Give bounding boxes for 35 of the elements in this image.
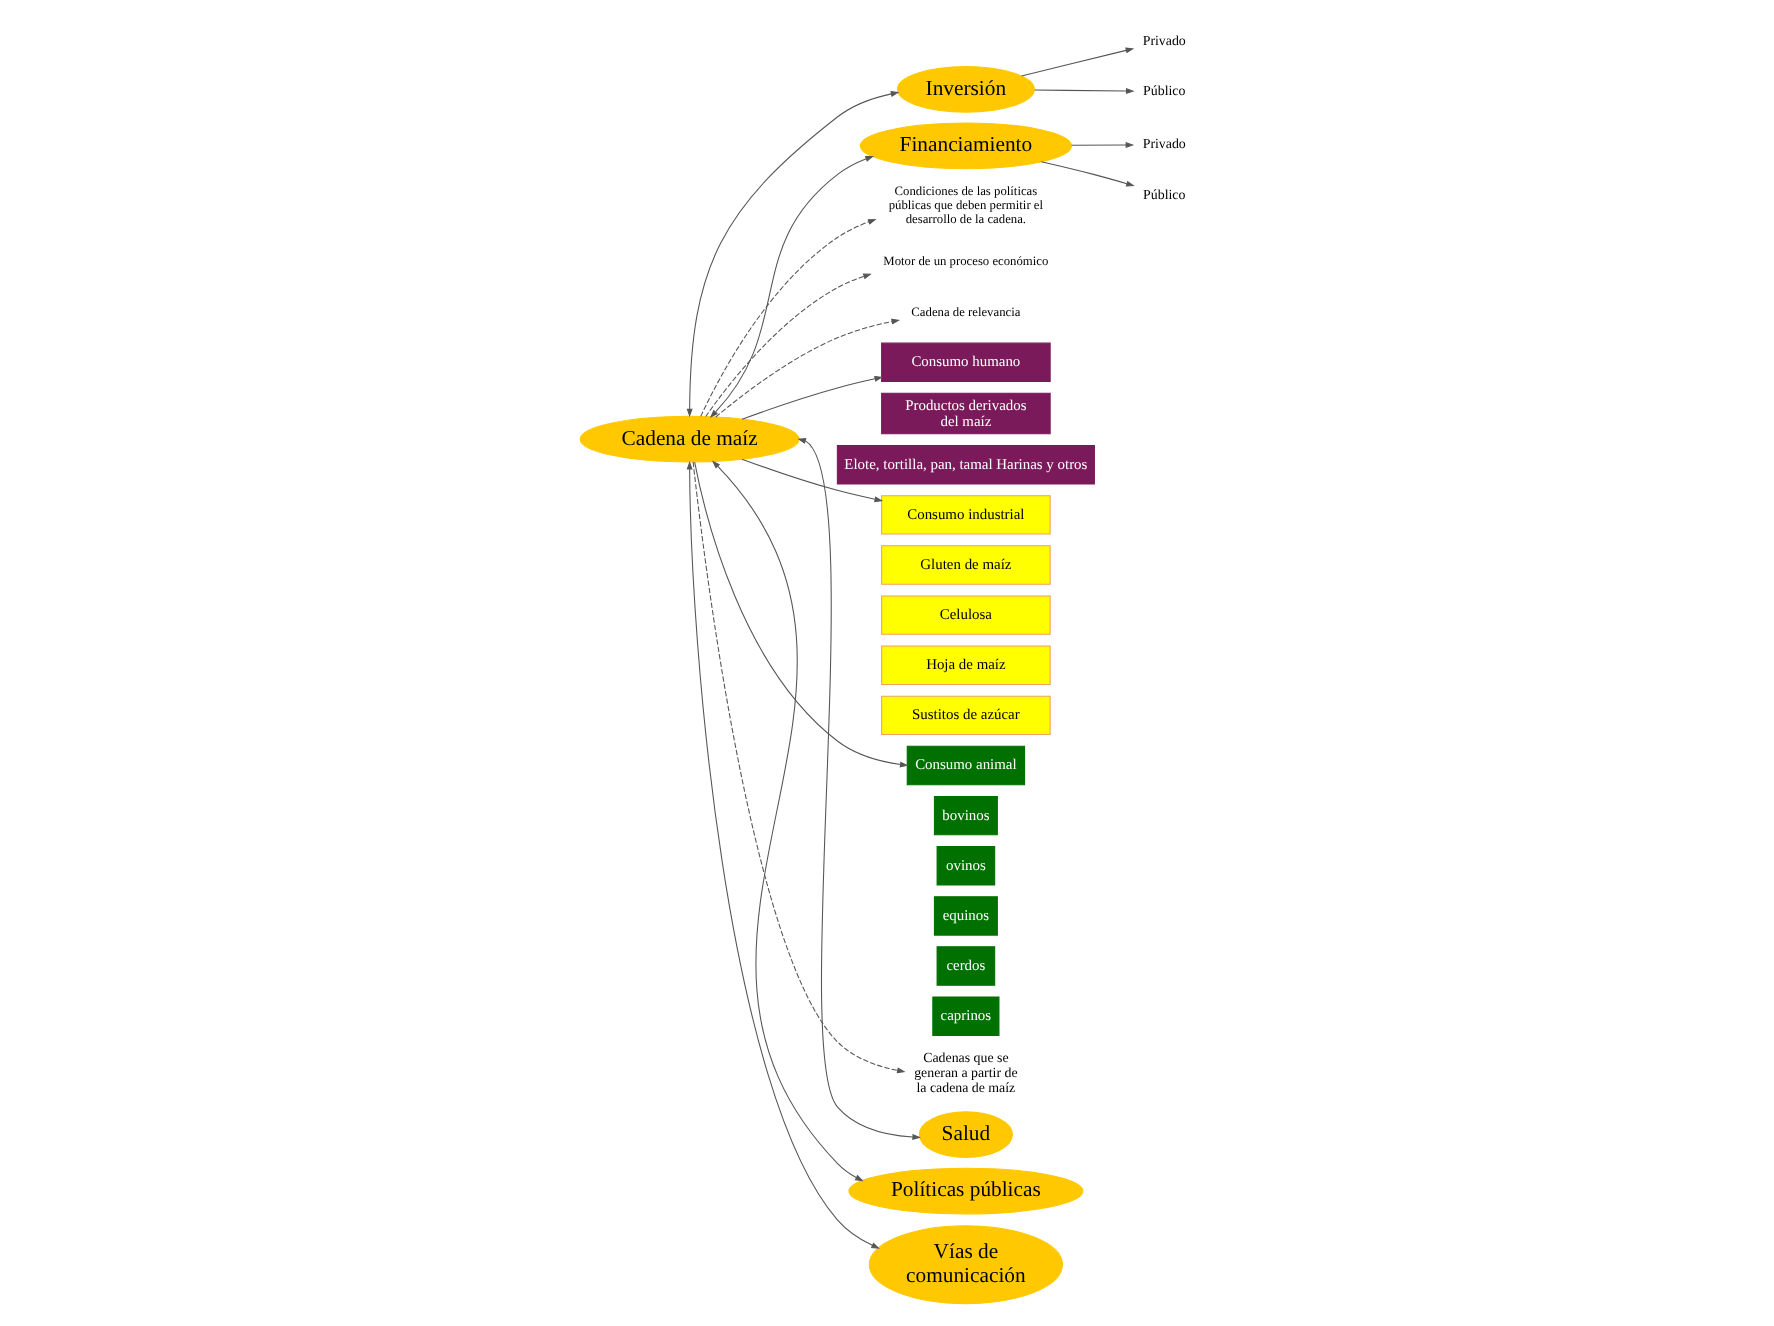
node-box: Consumo industrial: [880, 495, 1050, 535]
node-box: bovinos: [932, 795, 997, 836]
arrow: [691, 461, 905, 1074]
node-box: equinos: [932, 896, 997, 936]
node-box: Gluten de maíz: [880, 545, 1050, 585]
arrow: [1032, 88, 1134, 95]
arrow: [704, 273, 871, 418]
node-ellipse: Políticas públicas: [847, 1167, 1083, 1215]
arrow: [685, 461, 879, 1249]
arrow: [1020, 47, 1134, 77]
node-ellipse: Salud: [917, 1111, 1012, 1158]
node-box: cerdos: [935, 946, 995, 986]
node-box: Sustitos de azúcar: [880, 695, 1050, 736]
node-box: Elote, tortilla, pan, tamal Harinas y otros: [835, 445, 1094, 485]
arrow: [708, 156, 873, 418]
node-ellipse: Inversión: [895, 65, 1034, 113]
arrow: [1039, 161, 1134, 187]
node-ellipse: Financiamiento: [858, 122, 1071, 170]
node-box: Consumo animal: [905, 745, 1025, 786]
arrow: [685, 91, 899, 418]
arrow: [740, 375, 883, 420]
arrow: [710, 460, 863, 1182]
node-box: ovinos: [935, 846, 995, 886]
arrow: [699, 219, 876, 417]
arrow: [693, 461, 908, 768]
arrow: [714, 318, 900, 418]
node-box: Celulosa: [880, 595, 1050, 635]
arrow: [796, 438, 920, 1141]
node-box: Consumo humano: [880, 342, 1050, 383]
arrow: [740, 458, 883, 503]
node-ellipse: Cadena de maíz: [578, 415, 799, 463]
node-box: Productos derivados del maíz: [880, 392, 1050, 435]
arrow: [1070, 142, 1134, 148]
node-box: Hoja de maíz: [880, 645, 1050, 685]
node-box: caprinos: [931, 996, 999, 1036]
